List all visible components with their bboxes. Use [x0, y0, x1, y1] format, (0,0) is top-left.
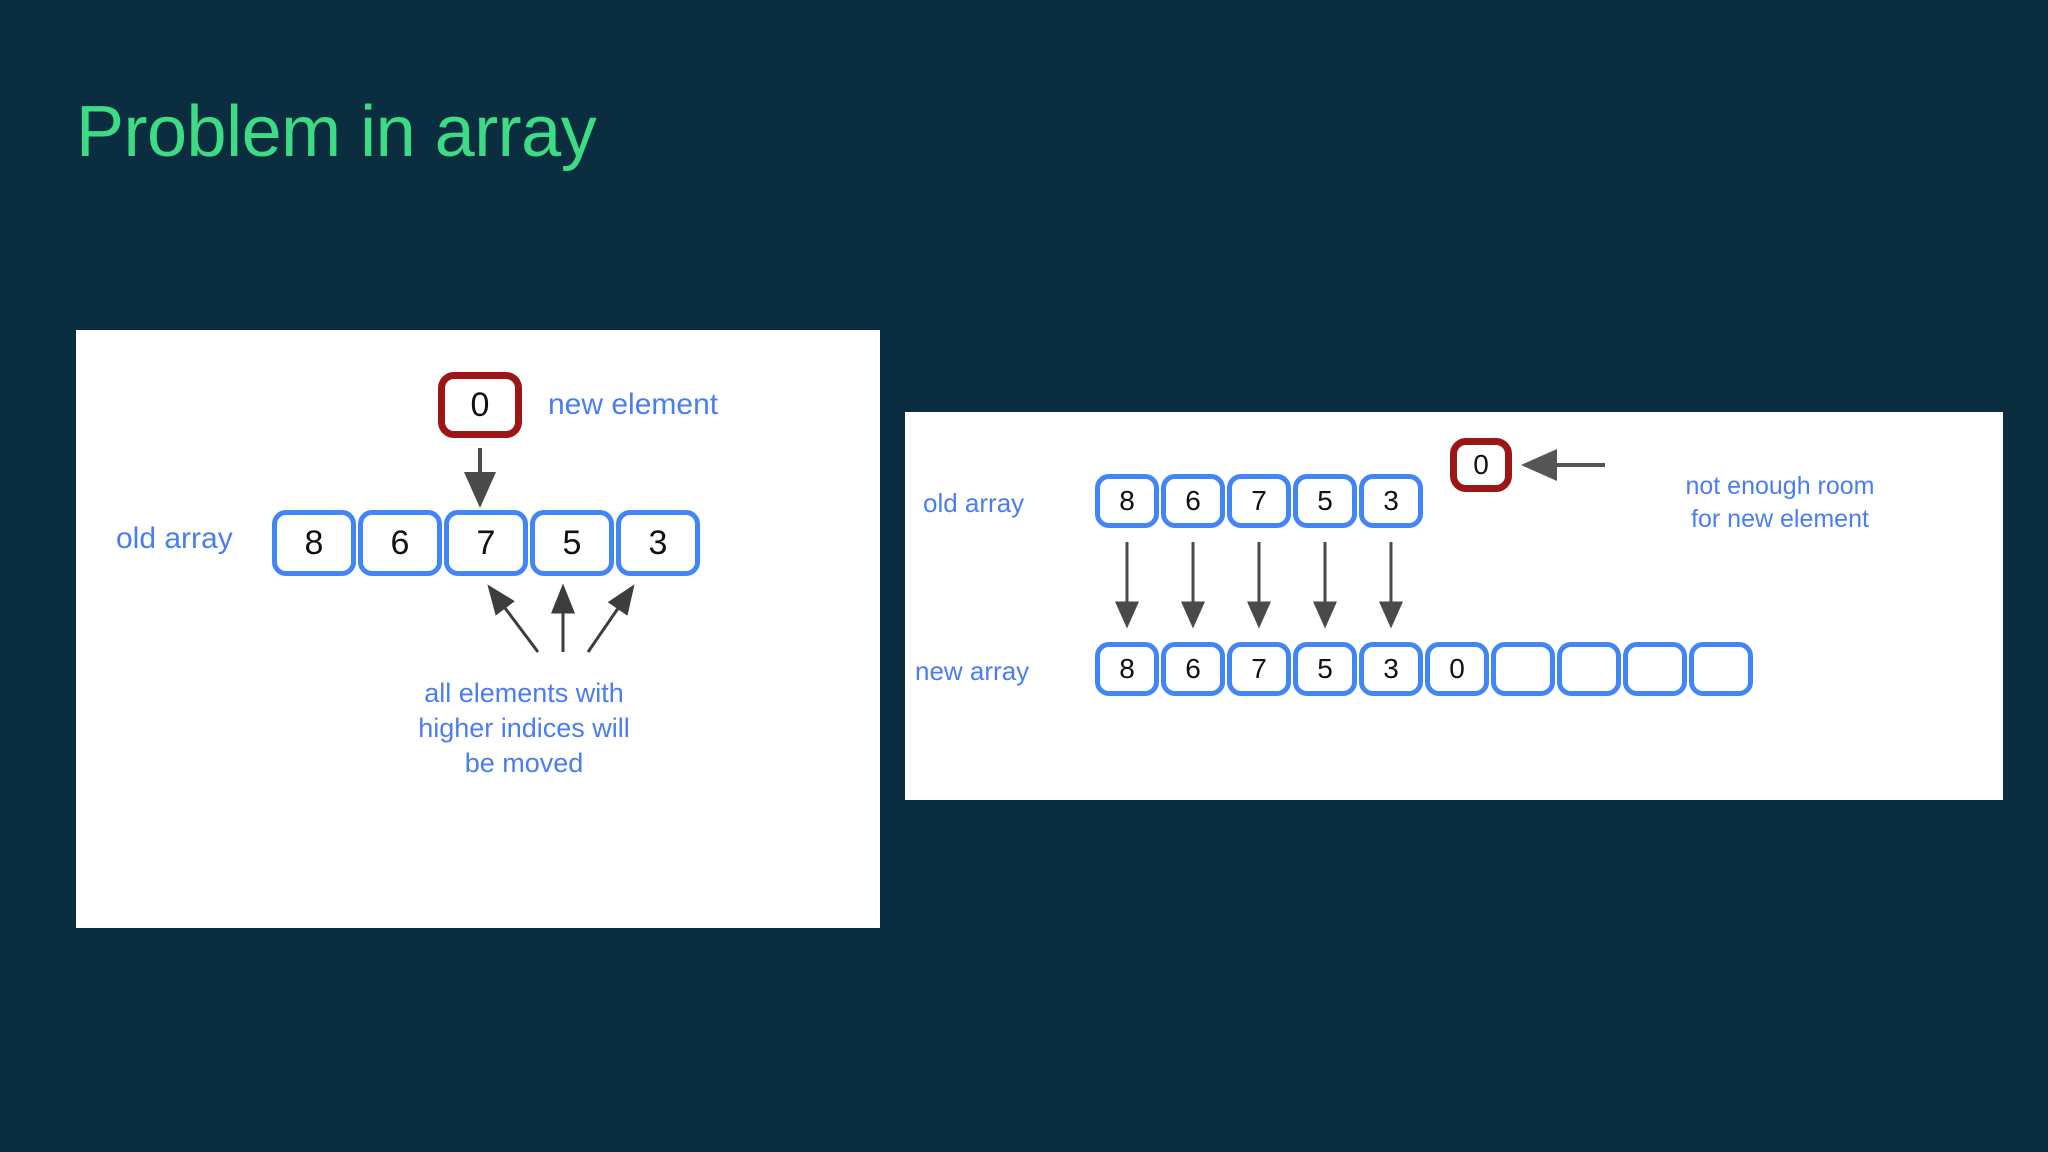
- right-new-array-cell-0: 8: [1095, 642, 1159, 696]
- right-capacity-note: not enough room for new element: [1620, 470, 1940, 535]
- right-old-array-cell-4: 3: [1359, 474, 1423, 528]
- left-shift-note-line-3: be moved: [464, 748, 584, 779]
- right-old-array-label: old array: [923, 488, 1025, 518]
- left-old-array-label: old array: [116, 522, 233, 555]
- right-new-array-cell-8: [1623, 642, 1687, 696]
- right-new-array-cell-4: 3: [1359, 642, 1423, 696]
- right-new-array-cell-7: [1557, 642, 1621, 696]
- left-shift-note: all elements with higher indices will be m…: [394, 676, 654, 781]
- page-title: Problem in array: [76, 92, 597, 172]
- right-new-element-box: 0: [1450, 438, 1512, 492]
- left-shift-note-line-1: all elements with: [424, 678, 624, 708]
- right-old-array-cell-3: 5: [1293, 474, 1357, 528]
- right-new-array-cell-9: [1689, 642, 1753, 696]
- left-old-array-cell-3: 5: [530, 510, 614, 576]
- left-new-element-label: new element: [548, 388, 719, 421]
- right-old-array-cell-0: 8: [1095, 474, 1159, 528]
- left-shift-arrow-3: [586, 584, 635, 653]
- right-new-array-label: new array: [915, 656, 1030, 686]
- left-shift-note-line-2: higher indices will: [418, 713, 630, 744]
- left-old-array-cell-0: 8: [272, 510, 356, 576]
- right-old-array-cell-1: 6: [1161, 474, 1225, 528]
- right-new-array-cell-6: [1491, 642, 1555, 696]
- left-old-array-cell-2: 7: [444, 510, 528, 576]
- right-new-array-cell-2: 7: [1227, 642, 1291, 696]
- right-old-array-cell-2: 7: [1227, 474, 1291, 528]
- right-capacity-note-line-2: for new element: [1691, 504, 1869, 533]
- left-shift-arrow-1: [487, 584, 540, 653]
- left-old-array-cell-1: 6: [358, 510, 442, 576]
- right-new-array-cell-1: 6: [1161, 642, 1225, 696]
- left-new-element-box: 0: [438, 372, 522, 438]
- right-new-array-cell-3: 5: [1293, 642, 1357, 696]
- right-copy-arrow-group: [1115, 542, 1403, 629]
- right-new-array-cell-5: 0: [1425, 642, 1489, 696]
- right-capacity-note-line-1: not enough room: [1685, 472, 1875, 500]
- left-old-array-cell-4: 3: [616, 510, 700, 576]
